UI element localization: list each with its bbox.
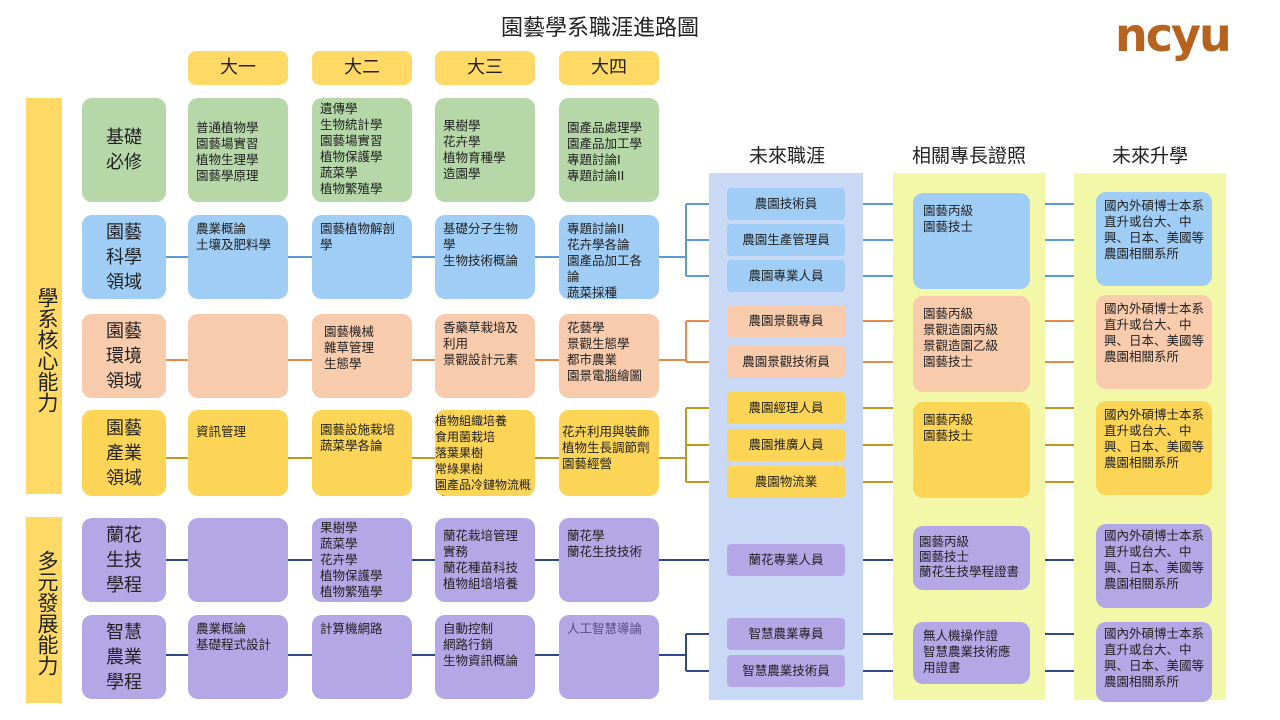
section-core: 學系核心能力 xyxy=(26,98,62,494)
ncyu-logo: ncyu xyxy=(1115,8,1232,62)
careers-header: 未來職涯 xyxy=(748,145,825,167)
certificate-industry: 園藝丙級 園藝技士 xyxy=(913,402,1030,498)
course-orchid-y3: 蘭花栽培管理實務 蘭花種苗科技 植物組培培養 xyxy=(435,518,535,602)
course-orchid-y2: 果樹學 蔬菜學 花卉學 植物保護學 植物繁殖學 xyxy=(312,518,412,602)
row-label-basic-required: 基礎 必修 xyxy=(82,98,166,202)
course-orchid-y1 xyxy=(188,518,288,602)
career-item: 農園景觀技術員 xyxy=(727,346,845,378)
course-smart-y2: 計算機網路 xyxy=(312,615,412,699)
row-label-horticultural-environment: 園藝 環境 領域 xyxy=(82,314,166,398)
course-environment-y2: 園藝機械 雜草管理 生態學 xyxy=(312,314,412,398)
further-study-smart: 國內外碩博士本系直升或台大、中興、日本、美國等農園相關系所 xyxy=(1096,622,1212,702)
certificate-environment: 園藝丙級 景觀造園丙級 景觀造園乙級 園藝技士 xyxy=(913,296,1030,392)
course-basic-y3: 果樹學 花卉學 植物育種學 造園學 xyxy=(435,98,535,202)
course-smart-y1: 農業概論 基礎程式設計 xyxy=(188,615,288,699)
course-smart-y3: 自動控制 網路行銷 生物資訊概論 xyxy=(435,615,535,699)
section-diverse: 多元發展能力 xyxy=(26,517,62,703)
career-item: 農園物流業 xyxy=(727,466,845,498)
further-study-science: 國內外碩博士本系直升或台大、中興、日本、美國等農園相關系所 xyxy=(1096,192,1212,286)
course-basic-y2: 遺傳學 生物統計學 園藝場實習 植物保護學 蔬菜學 植物繁殖學 xyxy=(312,98,412,202)
career-item: 智慧農業技術員 xyxy=(727,655,845,687)
course-science-y2: 園藝植物解剖學 xyxy=(312,215,412,299)
year-2-header: 大二 xyxy=(312,51,412,85)
course-environment-y1 xyxy=(188,314,288,398)
further-study-industry: 國內外碩博士本系直升或台大、中興、日本、美國等農園相關系所 xyxy=(1096,401,1212,495)
year-3-header: 大三 xyxy=(435,51,535,85)
certificates-header: 相關專長證照 xyxy=(911,145,1026,167)
course-industry-y3: 植物組織培養 食用菌栽培 落葉果樹 常綠果樹 園產品冷鏈物流概論 xyxy=(435,410,535,496)
year-4-header: 大四 xyxy=(559,51,659,85)
row-label-horticultural-science: 園藝 科學 領域 xyxy=(82,215,166,299)
course-industry-y2: 園藝設施栽培 蔬菜學各論 xyxy=(312,410,412,496)
further-study-orchid: 國內外碩博士本系直升或台大、中興、日本、美國等農園相關系所 xyxy=(1096,524,1212,608)
certificate-science: 園藝丙級 園藝技士 xyxy=(913,193,1030,289)
course-smart-y4: 人工智慧導論 xyxy=(559,615,659,699)
career-item: 農園技術員 xyxy=(727,188,845,220)
course-science-y1: 農業概論 土壤及肥料學 xyxy=(188,215,288,299)
course-environment-y4: 花藝學 景觀生態學 都市農業 園景電腦繪圖 xyxy=(559,314,659,398)
year-1-header: 大一 xyxy=(188,51,288,85)
career-item: 蘭花專業人員 xyxy=(727,544,845,576)
further-study-environment: 國內外碩博士本系直升或台大、中興、日本、美國等農園相關系所 xyxy=(1096,295,1212,389)
row-label-horticultural-industry: 園藝 產業 領域 xyxy=(82,410,166,496)
further-study-header: 未來升學 xyxy=(1111,145,1188,167)
career-item: 農園專業人員 xyxy=(727,260,845,292)
course-industry-y4: 花卉利用與裝飾 植物生長調節劑 園藝經營 xyxy=(559,410,659,496)
course-science-y4: 專題討論II 花卉學各論 園產品加工各論 蔬菜採種 xyxy=(559,215,659,299)
course-basic-y1: 普通植物學 園藝場實習 植物生理學 園藝學原理 xyxy=(188,98,288,202)
diagram-title: 園藝學系職涯進路圖 xyxy=(500,16,699,41)
certificate-smart: 無人機操作證 智慧農業技術應用證書 xyxy=(913,622,1030,684)
course-science-y3: 基礎分子生物學 生物技術概論 xyxy=(435,215,535,299)
career-item: 農園生產管理員 xyxy=(727,224,845,256)
career-item: 農園經理人員 xyxy=(727,392,845,424)
row-label-smart-agriculture: 智慧 農業 學程 xyxy=(82,615,166,699)
course-industry-y1: 資訊管理 xyxy=(188,410,288,496)
certificate-orchid: 園藝丙級 園藝技士 蘭花生技學程證書 xyxy=(913,526,1030,590)
row-label-orchid-biotech: 蘭花 生技 學程 xyxy=(82,518,166,602)
career-item: 農園推廣人員 xyxy=(727,429,845,461)
career-item: 農園景觀專員 xyxy=(727,305,845,337)
course-basic-y4: 園產品處理學 園產品加工學 專題討論I 專題討論II xyxy=(559,98,659,202)
career-item: 智慧農業專員 xyxy=(727,618,845,650)
course-environment-y3: 香藥草栽培及利用 景觀設計元素 xyxy=(435,314,535,398)
course-orchid-y4: 蘭花學 蘭花生技技術 xyxy=(559,518,659,602)
